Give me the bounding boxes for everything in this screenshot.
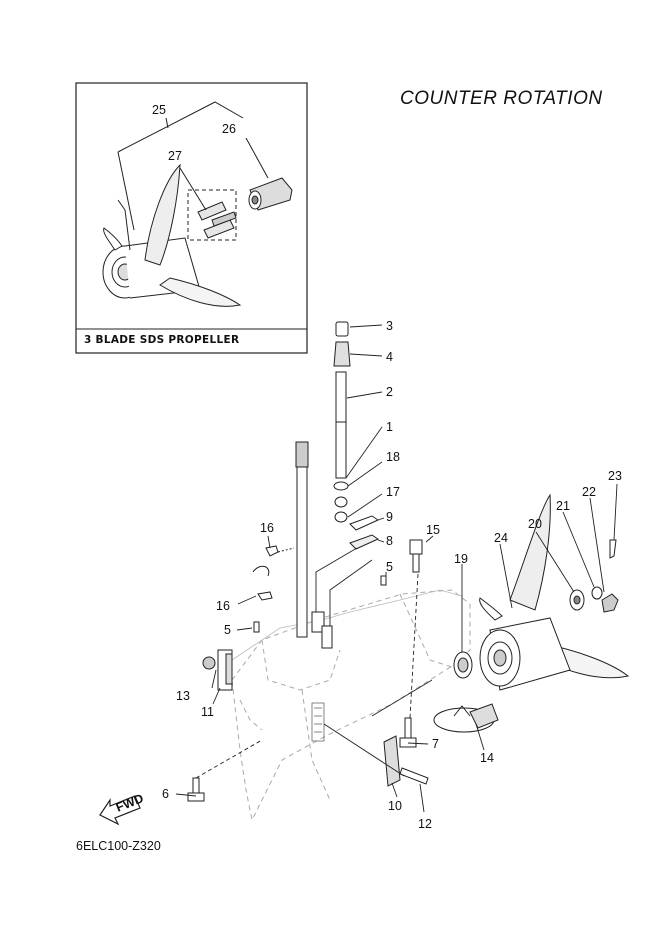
thrust-washer-drawing (453, 539, 619, 679)
drive-shaft-drawing (295, 441, 309, 638)
fwd-arrow: FWD (99, 791, 146, 826)
callout-14: 14 (480, 751, 494, 765)
callout-23: 23 (608, 469, 622, 483)
callout-21: 21 (556, 499, 570, 513)
inset-caption: 3 BLADE SDS PROPELLER (84, 334, 240, 346)
callout-13: 13 (176, 689, 190, 703)
callout-22: 22 (582, 485, 596, 499)
inset-box (75, 82, 308, 354)
inset-spline-kit-drawing (187, 189, 237, 241)
callout-5a: 5 (386, 560, 393, 574)
diagram-code: 6ELC100-Z320 (76, 839, 161, 853)
callout-12: 12 (418, 817, 432, 831)
inset-leader-lines (117, 101, 269, 231)
propeller-drawing (479, 493, 630, 691)
small-hardware-drawing (187, 539, 429, 802)
callout-3: 3 (386, 319, 393, 333)
gearcase-drawing (231, 589, 471, 822)
callout-16a: 16 (260, 521, 274, 535)
callout-24: 24 (494, 531, 508, 545)
water-tube-parts-drawing (311, 321, 380, 649)
callout-2: 2 (386, 385, 393, 399)
inset-spline-adapter-drawing (248, 177, 293, 211)
callout-labels: 25 26 27 3 4 2 1 18 17 9 8 5 15 16 16 5 … (152, 103, 622, 831)
callout-5b: 5 (224, 623, 231, 637)
callout-7: 7 (432, 737, 439, 751)
callout-20: 20 (528, 517, 542, 531)
callout-6: 6 (162, 787, 169, 801)
callout-19: 19 (454, 552, 468, 566)
page-title: COUNTER ROTATION (400, 88, 603, 109)
callout-17: 17 (386, 485, 400, 499)
callout-26: 26 (222, 122, 236, 136)
callout-15: 15 (426, 523, 440, 537)
callout-9: 9 (386, 510, 393, 524)
callout-16b: 16 (216, 599, 230, 613)
leader-lines (175, 324, 618, 813)
callout-18: 18 (386, 450, 400, 464)
callout-8: 8 (386, 534, 393, 548)
callout-10: 10 (388, 799, 402, 813)
anode-drawing (433, 703, 499, 733)
callout-4: 4 (386, 350, 393, 364)
inset-propeller-drawing (102, 163, 242, 307)
callout-25: 25 (152, 103, 166, 117)
callout-1: 1 (386, 420, 393, 434)
callout-27: 27 (168, 149, 182, 163)
callout-11: 11 (201, 705, 214, 719)
gearcase-outline (231, 589, 463, 742)
